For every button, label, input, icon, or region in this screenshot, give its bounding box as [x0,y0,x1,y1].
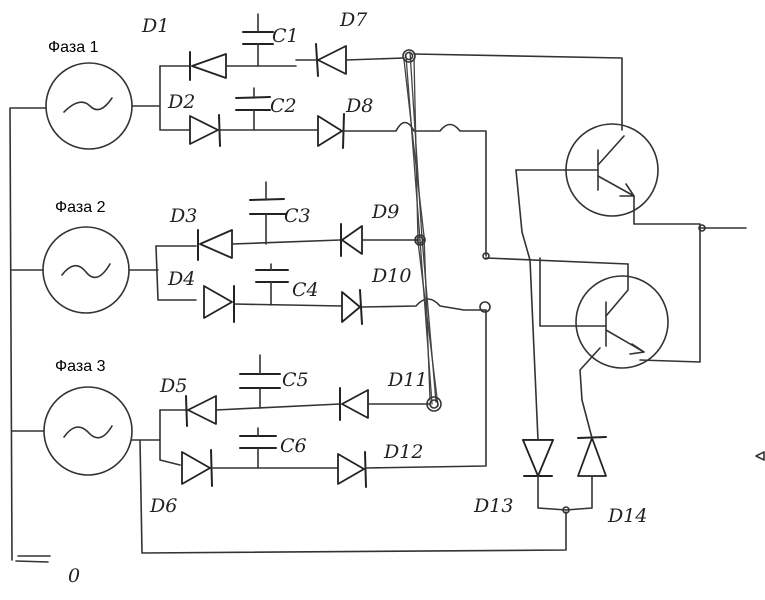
edge-mark [755,451,765,461]
phase-2-label: Фаза 2 [55,199,106,216]
label-c6: C6 [280,435,307,457]
diode-d4 [203,285,343,323]
label-d10: D10 [371,265,411,287]
label-c1: C1 [272,25,299,47]
label-c4: C4 [292,279,319,301]
label-d8: D8 [345,95,373,117]
label-d2: D2 [167,91,195,113]
label-d3: D3 [169,205,197,227]
label-c2: C2 [270,95,297,117]
diode-d13 [515,169,567,511]
diode-d7 [295,43,405,77]
label-d1: D1 [141,15,169,37]
capacitor-c2 [235,87,271,131]
ac-source-phase-2 [42,226,130,314]
capacitor-c3 [249,181,287,245]
diode-d2 [189,114,319,147]
diode-d12 [337,309,487,488]
diode-d11 [339,387,431,421]
diode-d10 [341,289,487,325]
diode-d3 [197,229,341,261]
label-d12: D12 [383,441,423,463]
ac-source-phase-3 [43,386,133,476]
transistor-upper [515,123,747,363]
label-d14: D14 [607,505,647,527]
label-d9: D9 [371,201,399,223]
label-c3: C3 [284,205,311,227]
phase-feeds [128,65,567,554]
capacitor-c4 [255,263,289,306]
diode-d14 [562,347,607,514]
phase-1-label: Фаза 1 [48,39,99,56]
diode-d5 [185,395,341,427]
positive-bus [402,49,623,412]
sine-wave-icon [63,97,113,113]
label-c5: C5 [282,369,309,391]
label-d4: D4 [167,268,195,290]
sine-wave-icon [61,263,111,279]
label-d11: D11 [387,369,427,391]
capacitor-c6 [239,427,277,469]
diode-d8 [317,113,487,257]
ac-source-phase-1 [45,62,133,150]
ground-bus [9,107,51,563]
capacitor-c1 [242,13,274,67]
transistor-lower [485,257,669,369]
diode-d9 [340,223,421,257]
diode-d1 [189,51,297,81]
phase-3-label: Фаза 3 [55,358,106,375]
diode-d6 [181,449,339,487]
label-d7: D7 [339,9,368,31]
label-d5: D5 [159,375,187,397]
capacitor-c5 [239,354,281,409]
ground-label: 0 [68,565,80,587]
label-d13: D13 [473,495,513,517]
label-d6: D6 [149,495,177,517]
sine-wave-icon [63,425,113,439]
